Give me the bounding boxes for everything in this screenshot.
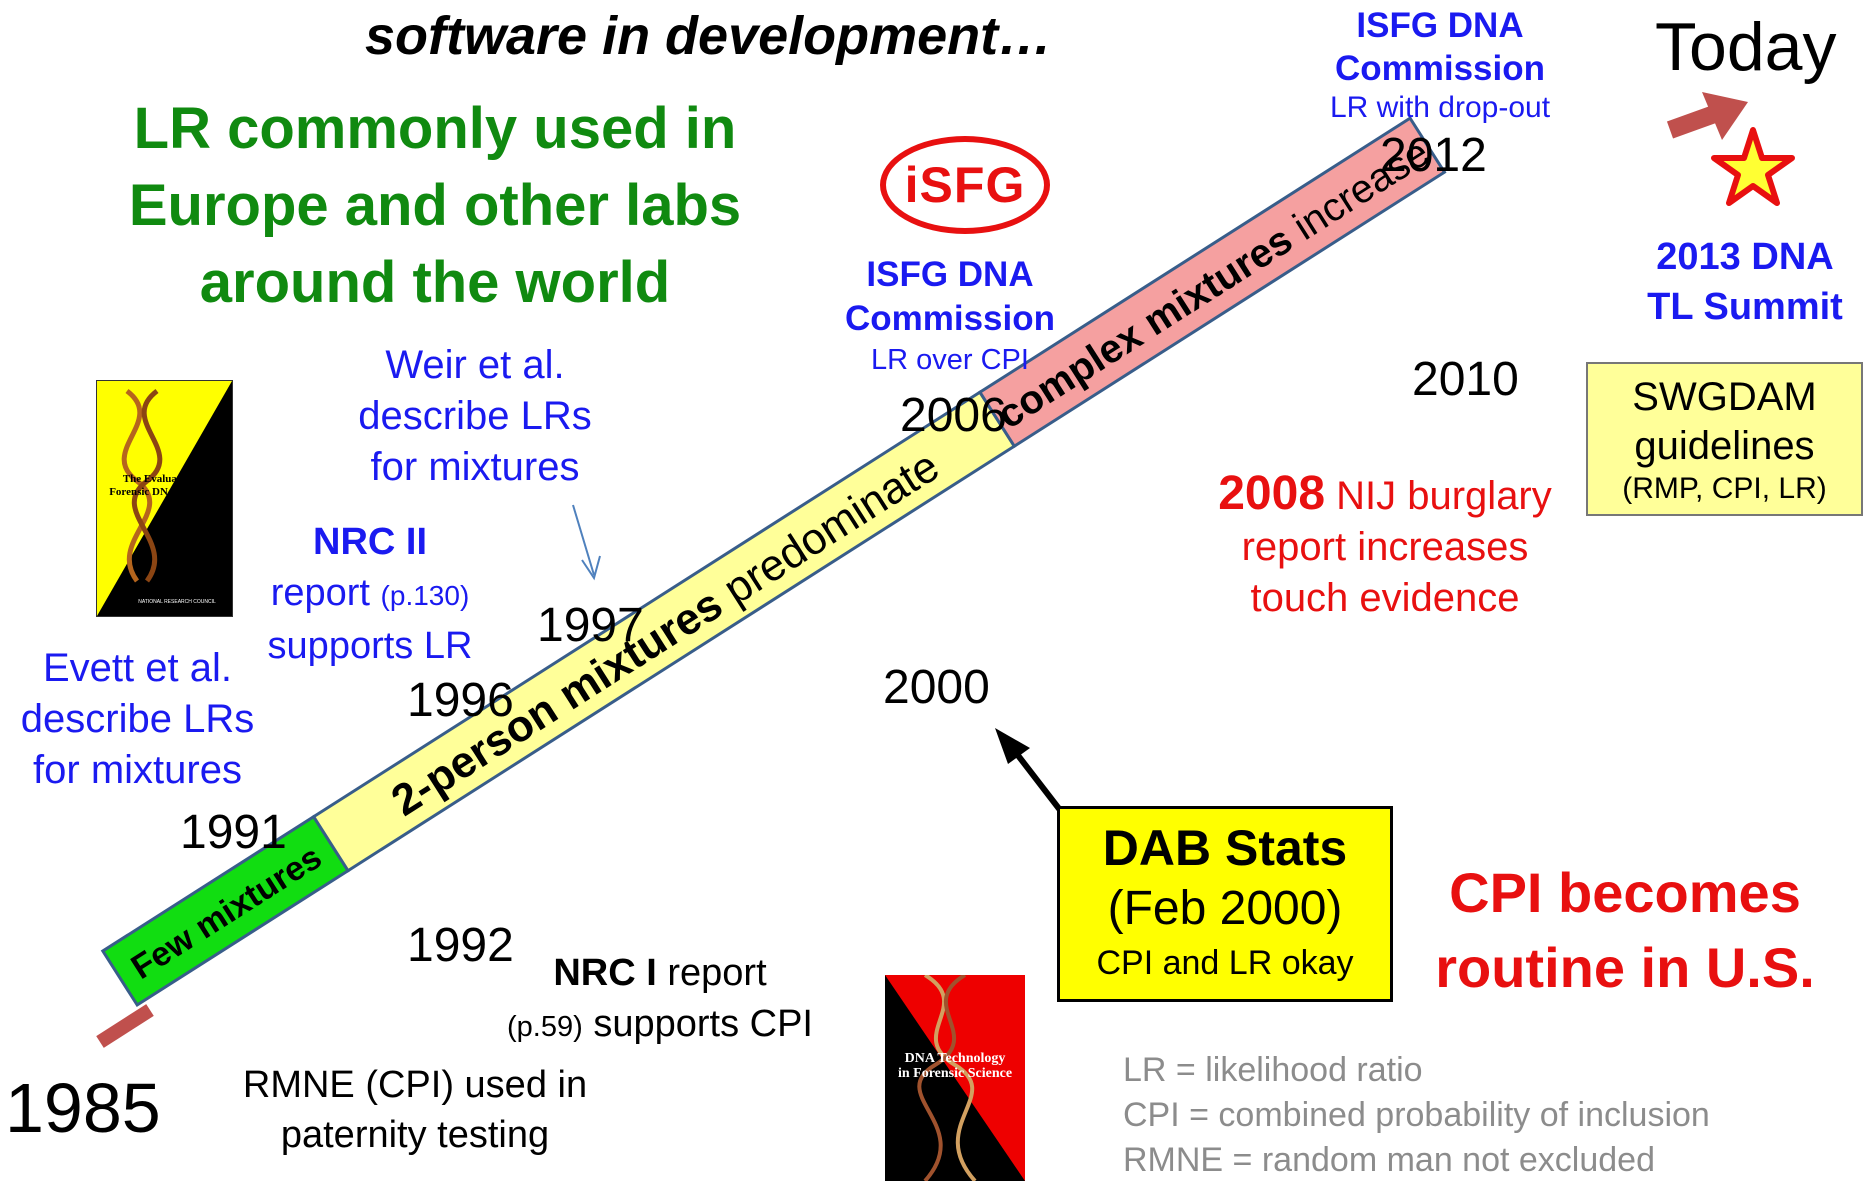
year-1985: 1985 — [5, 1069, 161, 1147]
event-1985-line2: paternity testing — [280, 1114, 550, 1156]
nrc2-cover-art — [97, 381, 232, 616]
timeline-arrow-head — [1702, 92, 1748, 140]
event-2008-line1: 2008 NIJ burglary — [1180, 468, 1590, 522]
lr-europe-text: LR commonly used in Europe and other lab… — [60, 90, 810, 321]
year-2008: 2008 — [1218, 467, 1326, 520]
star-icon — [1711, 127, 1795, 206]
event-2008: 2008 NIJ burglary report increases touch… — [1180, 468, 1590, 624]
event-2012-line3: LR with drop-out — [1329, 91, 1551, 124]
event-1996-line2: report (p.130) — [240, 568, 500, 621]
year-1997: 1997 — [537, 599, 644, 652]
weir-pointer-line — [572, 504, 595, 576]
event-1997-line1: Weir et al. — [385, 343, 565, 387]
nrc2-book-cover: The Evaluation of Forensic DNA Evidence … — [96, 380, 233, 617]
event-2013-line2: TL Summit — [1647, 286, 1843, 328]
nrc1-cover-title-line2: in Forensic Science — [897, 1066, 1013, 1081]
lr-europe-line2: Europe and other labs — [128, 173, 742, 238]
swgdam-box: SWGDAM guidelines (RMP, CPI, LR) — [1586, 362, 1863, 516]
event-2008-line1-rest: NIJ burglary — [1325, 474, 1552, 518]
isfg-logo-text: iSFG — [904, 157, 1026, 213]
dab-title: DAB Stats — [1102, 820, 1348, 876]
timeline-tail — [96, 1004, 154, 1048]
nrc2-page: (p.130) — [380, 580, 470, 611]
nrc1-cover-title: DNA Technology in Forensic Science — [885, 1051, 1025, 1081]
event-1992-line2: (p.59) supports CPI — [480, 999, 840, 1053]
nrc1-page: (p.59) — [507, 1011, 583, 1043]
event-2008-line3: touch evidence — [1250, 576, 1520, 620]
event-1997: Weir et al. describe LRs for mixtures — [330, 340, 620, 493]
event-2013-line1: 2013 DNA — [1656, 236, 1834, 278]
year-1996: 1996 — [407, 674, 514, 727]
year-2006: 2006 — [900, 389, 1007, 442]
dab-date: (Feb 2000) — [1107, 882, 1343, 935]
dab-stats-box: DAB Stats (Feb 2000) CPI and LR okay — [1057, 806, 1393, 1002]
dab-pointer-head — [995, 728, 1030, 764]
nrc2-title: NRC II — [313, 521, 427, 563]
year-2010: 2010 — [1412, 353, 1519, 406]
event-1997-line2: describe LRs — [358, 394, 592, 438]
event-1991: Evett et al. describe LRs for mixtures — [0, 643, 275, 796]
event-1997-line3: for mixtures — [370, 445, 580, 489]
nrc2-cover-title: The Evaluation of Forensic DNA Evidence — [105, 473, 225, 499]
abbreviation-legend: LR = likelihood ratio CPI = combined pro… — [1123, 1048, 1710, 1183]
nrc2-cover-title-line2: Forensic DNA Evidence — [109, 486, 221, 498]
event-2006-line1: ISFG DNA — [866, 255, 1034, 294]
heading: software in development… — [365, 6, 1053, 66]
nrc2-cover-publisher: NATIONAL RESEARCH COUNCIL — [138, 599, 216, 605]
event-2012-line1: ISFG DNA — [1356, 6, 1524, 45]
swgdam-line3: (RMP, CPI, LR) — [1622, 472, 1827, 505]
nrc2-cover-title-line1: The Evaluation of — [122, 473, 208, 485]
nrc1-supports: supports CPI — [582, 1003, 813, 1045]
nrc1-title: NRC I — [553, 952, 657, 994]
nrc1-cover-title-line1: DNA Technology — [904, 1051, 1006, 1066]
lr-europe-line3: around the world — [199, 250, 671, 315]
event-1996: NRC II report (p.130) supports LR — [240, 517, 500, 672]
today-label: Today — [1655, 9, 1837, 85]
dab-note: CPI and LR okay — [1096, 944, 1354, 982]
event-2006: ISFG DNA Commission LR over CPI — [820, 253, 1080, 379]
legend-lr: LR = likelihood ratio — [1123, 1051, 1423, 1089]
lr-europe-line1: LR commonly used in — [133, 96, 737, 161]
cpi-routine-line1: CPI becomes — [1449, 861, 1801, 924]
legend-rmne: RMNE = random man not excluded — [1123, 1141, 1655, 1179]
event-1992-line1: NRC I report — [480, 948, 840, 999]
event-2013: 2013 DNA TL Summit — [1620, 232, 1864, 332]
swgdam-line1: SWGDAM — [1632, 375, 1817, 419]
segment-complex — [977, 116, 1447, 449]
legend-cpi: CPI = combined probability of inclusion — [1123, 1096, 1710, 1134]
year-1991: 1991 — [180, 806, 287, 859]
event-2012: ISFG DNA Commission LR with drop-out — [1300, 4, 1580, 126]
event-1991-line1: Evett et al. — [43, 646, 232, 690]
event-1985: RMNE (CPI) used in paternity testing — [200, 1060, 630, 1160]
nrc2-supports: supports LR — [267, 625, 473, 667]
segment-label-few: Few mixtures — [125, 838, 329, 987]
event-1991-line3: for mixtures — [33, 748, 242, 792]
event-2006-line3: LR over CPI — [871, 344, 1029, 376]
nrc2-report: report — [270, 572, 381, 614]
event-2008-line2: report increases — [1241, 525, 1529, 569]
swgdam-line2: guidelines — [1634, 424, 1815, 468]
cpi-routine-line2: routine in U.S. — [1435, 936, 1815, 999]
year-2000: 2000 — [883, 661, 990, 714]
event-1985-line1: RMNE (CPI) used in — [242, 1064, 588, 1106]
event-2006-line2: Commission — [844, 299, 1056, 338]
nrc1-book-cover: DNA Technology in Forensic Science — [885, 975, 1025, 1181]
nrc1-rest: report — [656, 952, 767, 994]
year-2012: 2012 — [1380, 129, 1487, 182]
cpi-routine-text: CPI becomes routine in U.S. — [1395, 855, 1855, 1005]
event-1992: NRC I report (p.59) supports CPI — [480, 948, 840, 1053]
event-1991-line2: describe LRs — [20, 697, 255, 741]
event-2012-line2: Commission — [1334, 49, 1546, 88]
isfg-logo: iSFG — [880, 136, 1050, 234]
year-1992: 1992 — [407, 919, 514, 972]
weir-pointer-head — [581, 555, 601, 581]
nrc1-cover-art — [885, 975, 1025, 1181]
